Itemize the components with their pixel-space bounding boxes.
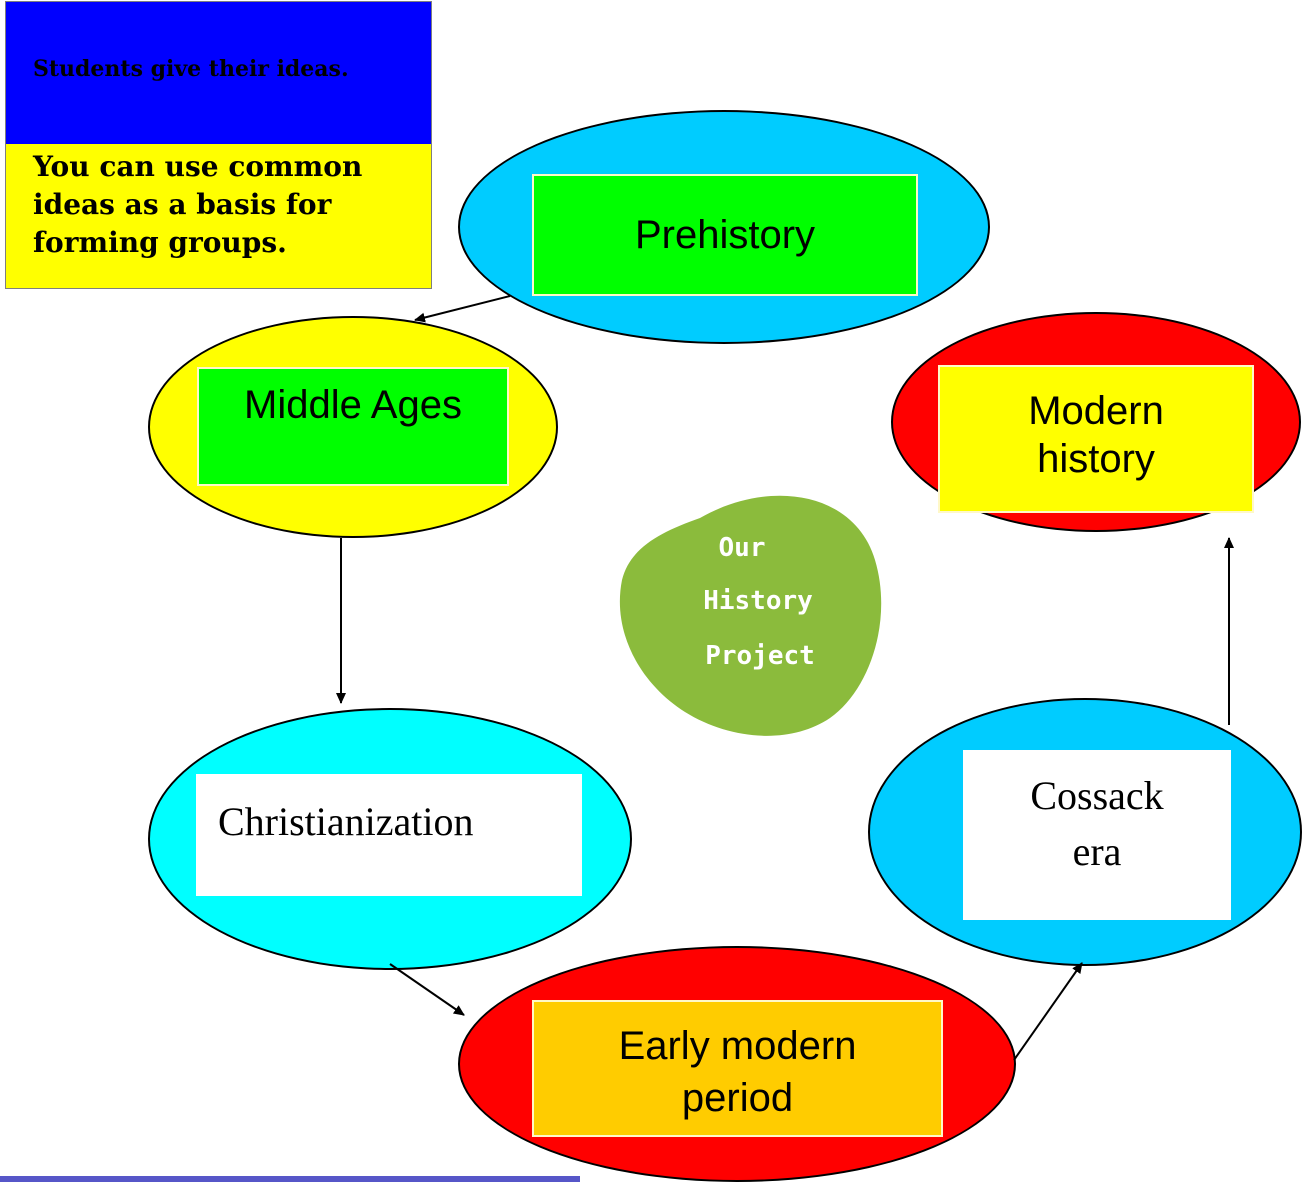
arrow-christianization-to-early-modern <box>389 963 465 1016</box>
node-early-modern-period-label: Early modern period <box>532 1000 943 1137</box>
arrow-prehistory-to-middle-ages <box>414 295 511 323</box>
logo-line-project: Project <box>705 641 815 671</box>
arrow-early-modern-to-cossack <box>1013 962 1083 1061</box>
note-box <box>5 1 432 289</box>
note-blue-band <box>5 1 432 144</box>
logo-line-our: Our <box>719 533 766 563</box>
note-yellow-band <box>5 144 432 289</box>
node-modern-history-label: Modern history <box>938 365 1254 513</box>
bottom-strip <box>0 1176 580 1182</box>
node-prehistory-label: Prehistory <box>532 174 918 296</box>
logo-blob-shape <box>619 495 882 736</box>
note-title: Students give their ideas. <box>33 56 349 82</box>
node-middle-ages-text: Middle Ages <box>244 383 462 427</box>
node-cossack-era-text: Cossack era <box>1030 773 1164 874</box>
node-christianization-label: Christianization <box>196 774 582 896</box>
logo-line-history: History <box>703 586 813 616</box>
node-christianization-text: Christianization <box>218 799 474 844</box>
note-body: You can use common ideas as a basis for … <box>33 150 363 259</box>
node-prehistory-text: Prehistory <box>634 212 816 257</box>
node-middle-ages-label: Middle Ages <box>197 367 509 486</box>
node-cossack-era-label: Cossack era <box>963 750 1231 920</box>
node-early-modern-period-text: Early modern period <box>618 1024 857 1120</box>
our-history-project-logo: Our History Project <box>619 495 882 736</box>
node-modern-history-text: Modern history <box>1028 389 1164 481</box>
